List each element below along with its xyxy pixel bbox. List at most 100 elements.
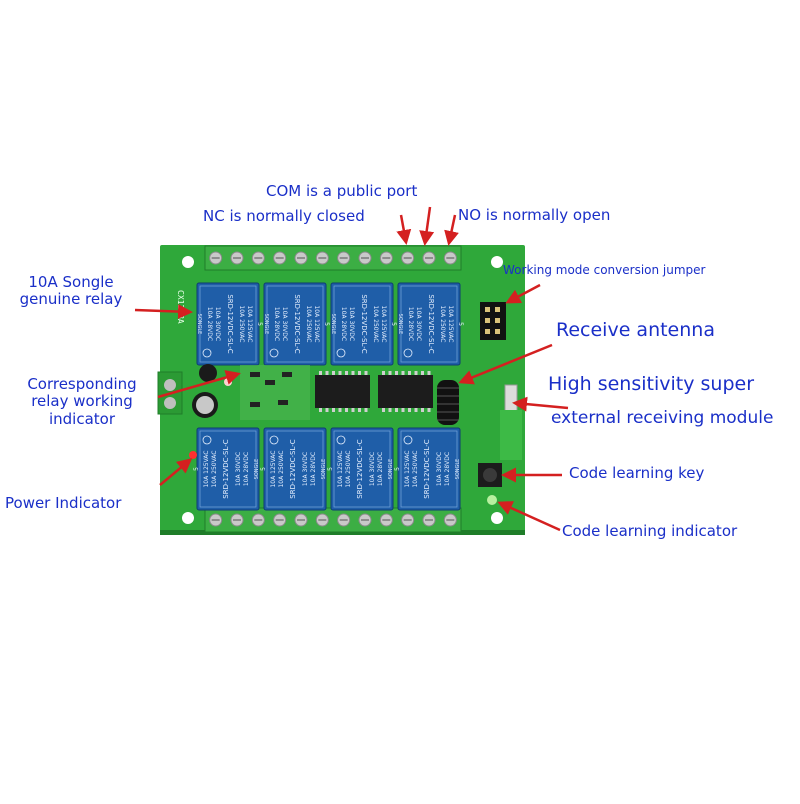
board-silkscreen: CX12-8A [176, 290, 185, 324]
relay-edge [266, 430, 324, 508]
relay-rating-text: 10A 30VDC [436, 452, 443, 486]
code-learning-key-cap [483, 468, 497, 482]
relay-model-text: SRD-12VDC-SL-C [289, 439, 297, 498]
relay-rating-text: 10A 125VAC [246, 305, 253, 342]
relay-rating-text: 10A 28VDC [310, 452, 317, 486]
relay-pin-text: 5 [193, 467, 200, 471]
relay-rating-text: 10A 250VAC [305, 305, 312, 342]
relay-model-text: SRD-12VDC-SL-C [360, 294, 368, 353]
relay-rating-text: 10A 125VAC [447, 305, 454, 342]
ic-pin [358, 371, 361, 375]
antenna-coil [437, 380, 459, 425]
terminal-body [204, 245, 462, 271]
jumper-pin [495, 329, 500, 334]
relay-logo-mark [403, 348, 413, 358]
capacitor-top [196, 396, 214, 414]
relay-body [397, 427, 461, 511]
relay-body [397, 282, 461, 366]
relay-logo-mark [336, 435, 346, 445]
label-antenna: Receive antenna [556, 319, 715, 341]
label-learn-indicator: Code learning indicator [562, 522, 738, 540]
ic-pin [421, 408, 424, 412]
ic-pin [408, 408, 411, 412]
ic-pin [382, 371, 385, 375]
ic-pin [401, 371, 405, 375]
relay-rating-text: 10A 30VDC [281, 307, 288, 341]
label-indicator-line3: indicator [48, 409, 116, 428]
relay-pin-text: 5 [457, 322, 464, 326]
label-indicator-line2: relay working [31, 392, 133, 411]
jumper-pin [485, 318, 490, 323]
relay-edge [333, 285, 391, 363]
relay-rating-text: 10A 28VDC [206, 307, 213, 341]
ic-chip [315, 375, 370, 408]
ic-pin [338, 408, 342, 412]
relay-rating-text: 10A 250VAC [439, 305, 446, 342]
ic-pin [421, 371, 424, 375]
relay-rating-text: 10A 125VAC [380, 305, 387, 342]
ic-pin [325, 408, 329, 412]
label-sensitivity-line2: external receiving module [551, 408, 774, 428]
ic-pins [319, 371, 431, 412]
relay-rating-text: 10A 250VAC [238, 305, 245, 342]
relay-logo-mark [269, 435, 279, 445]
power-led [189, 451, 197, 459]
relay-body [196, 427, 260, 511]
relay-model-text: SRD-12VDC-SL-C [222, 439, 230, 498]
relay-rating-text: 10A 28VDC [407, 307, 414, 341]
ic-pin [388, 408, 392, 412]
relay-rating-text: 10A 30VDC [369, 452, 376, 486]
relay-logo-mark [336, 348, 346, 358]
ic-pin [332, 371, 335, 375]
relay-rating-text: 10A 30VDC [235, 452, 242, 486]
mounting-hole [182, 256, 194, 268]
terminal-body [204, 507, 462, 533]
relay-rating-text: 10A 250VAC [372, 305, 379, 342]
relay-rating-text: 10A 28VDC [340, 307, 347, 341]
relay-model-text: SRD-12VDC-SL-C [293, 294, 301, 353]
jumper-pin [485, 329, 490, 334]
relay-rating-text: 10A 30VDC [415, 307, 422, 341]
capacitor [199, 364, 217, 382]
relay-edge [400, 430, 458, 508]
label-relay-line1: 10A Songle [28, 273, 114, 291]
relay-brand-text: SONGLE [321, 459, 327, 480]
relay-pin-text: 5 [394, 467, 401, 471]
jumper-pin [495, 307, 500, 312]
ic-pin [351, 408, 355, 412]
mode-jumper [480, 302, 506, 340]
relay-body [330, 427, 394, 511]
label-no: NO is normally open [458, 206, 611, 224]
ic-pin [319, 408, 322, 412]
jumper-housing [480, 302, 506, 340]
relay-rating-text: 10A 250VAC [278, 450, 285, 487]
relay-rating-text: 10A 30VDC [348, 307, 355, 341]
relay-indicator-led [224, 378, 232, 386]
ic-pin [427, 408, 431, 412]
label-com: COM is a public port [266, 182, 418, 200]
ic-pin [408, 371, 411, 375]
label-power: Power Indicator [5, 494, 122, 512]
dc-screw [164, 379, 176, 391]
ic-pin [382, 408, 385, 412]
relay-rating-text: 10A 125VAC [203, 450, 210, 487]
relay-pin-text: 5 [260, 467, 267, 471]
relay-logo-mark [202, 435, 212, 445]
relay-model-text: SRD-12VDC-SL-C [427, 294, 435, 353]
relay-rating-text: 10A 125VAC [313, 305, 320, 342]
relay-pin-text: 5 [323, 322, 330, 326]
ic-pin [351, 371, 355, 375]
ic-pin [325, 371, 329, 375]
relay-body [196, 282, 260, 366]
label-indicator-line1: Corresponding [27, 375, 137, 393]
relay-rating-text: 10A 30VDC [214, 307, 221, 341]
relay-body [263, 427, 327, 511]
smd-resistor [278, 400, 288, 405]
code-learning-led [487, 495, 497, 505]
